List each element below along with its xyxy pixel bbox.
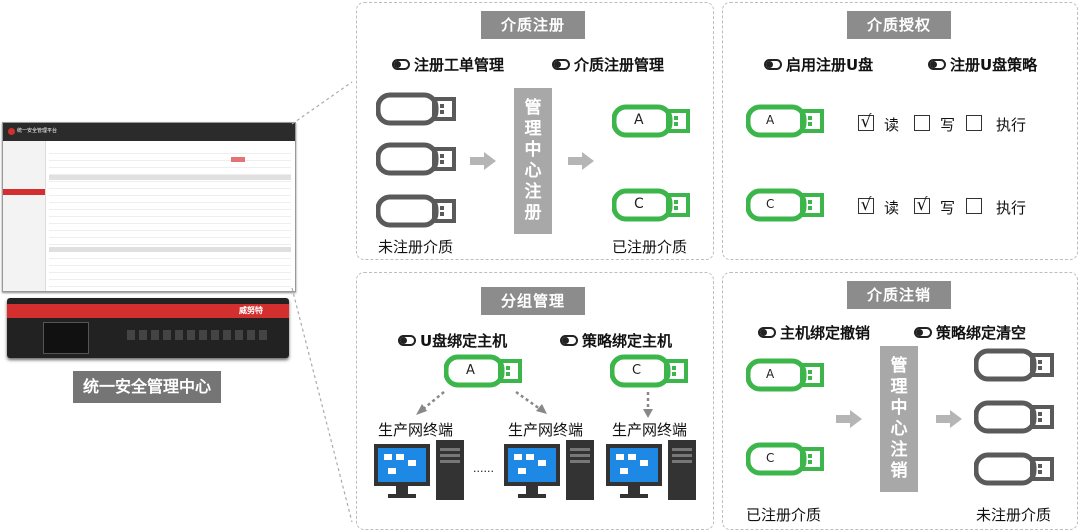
connector-upper xyxy=(291,81,353,125)
exec-label-2: 执行 xyxy=(996,199,1027,217)
cancel-opt2: 策略绑定清空 xyxy=(914,322,1026,343)
auth-opt1: 启用注册U盘 xyxy=(764,54,873,75)
usb-green-c-icon: C xyxy=(612,188,692,222)
usb-gray-icon xyxy=(974,400,1054,434)
dashed-arrow-left xyxy=(421,391,445,411)
cancel-center-bar: 管理中心注销 xyxy=(880,346,918,492)
usb-green-c-icon: C xyxy=(746,188,826,222)
panel-group-title: 分组管理 xyxy=(481,287,585,315)
terminal-label-3: 生产网终端 xyxy=(612,421,688,439)
usb-gray-icon xyxy=(974,452,1054,486)
terminal-computer-icon xyxy=(374,440,464,500)
group-opt2: 策略绑定主机 xyxy=(560,330,672,351)
app-logo-icon xyxy=(8,128,15,135)
dashed-arrow-right-head xyxy=(643,409,653,418)
auth-opt2: 注册U盘策略 xyxy=(928,54,1037,75)
app-content xyxy=(49,147,291,287)
app-title: 统一安全管理平台 xyxy=(17,128,58,134)
toggle-icon xyxy=(392,59,410,70)
usb-green-c-icon: C xyxy=(610,354,690,388)
panel-auth-title: 介质授权 xyxy=(847,11,951,39)
group-dashed-arrows xyxy=(416,390,653,418)
app-table2-header xyxy=(49,247,291,252)
terminal-computer-icon xyxy=(504,440,594,500)
usb-green-a-icon: A xyxy=(746,358,826,392)
ellipsis-text: ...... xyxy=(473,462,494,475)
usb-letter: A xyxy=(766,367,775,381)
exec-label-1: 执行 xyxy=(996,116,1027,134)
usb-letter: C xyxy=(634,196,644,212)
cancel-left-caption: 已注册介质 xyxy=(746,506,822,524)
toggle-icon xyxy=(560,335,578,346)
arrow-right-icon xyxy=(936,410,962,428)
usb-green-a-icon: A xyxy=(444,354,524,388)
arrow-right-icon xyxy=(836,410,862,428)
panel-cancel-title: 介质注销 xyxy=(847,281,951,309)
device-ports xyxy=(127,330,267,340)
usb-gray-icon xyxy=(376,194,456,228)
toggle-icon xyxy=(552,59,570,70)
toggle-icon xyxy=(398,335,416,346)
usb-letter: C xyxy=(632,363,642,378)
app-table-header xyxy=(49,175,291,180)
read-checkbox-2[interactable]: √ xyxy=(858,197,874,214)
terminal-label-1: 生产网终端 xyxy=(378,421,454,439)
register-center-bar: 管理中心注册 xyxy=(514,88,552,234)
sidebar-active-item xyxy=(3,189,45,195)
connector-lower xyxy=(291,287,353,523)
terminal-label-2: 生产网终端 xyxy=(508,421,584,439)
usb-gray-icon xyxy=(376,92,456,126)
app-header xyxy=(3,123,295,141)
left-caption: 统一安全管理中心 xyxy=(73,371,221,403)
cancel-opt1: 主机绑定撤销 xyxy=(758,322,870,343)
panel-register-title: 介质注册 xyxy=(481,11,585,39)
arrow-right-icon xyxy=(470,152,496,170)
server-device: 威努特 xyxy=(7,298,289,358)
usb-letter: C xyxy=(766,451,775,465)
toggle-icon xyxy=(914,327,932,338)
usb-letter: A xyxy=(466,363,475,378)
device-screen xyxy=(43,322,89,354)
usb-letter: C xyxy=(766,197,775,211)
usb-gray-icon xyxy=(974,348,1054,382)
dashed-arrow-left-head xyxy=(416,404,427,415)
usb-green-a-icon: A xyxy=(746,104,826,138)
dashed-arrow-mid-head xyxy=(536,404,547,414)
usb-letter: A xyxy=(766,113,775,127)
write-checkbox-2[interactable]: √ xyxy=(914,197,930,214)
toggle-icon xyxy=(764,59,782,70)
exec-checkbox-1[interactable] xyxy=(966,115,982,131)
usb-letter: A xyxy=(634,112,644,128)
write-checkbox-1[interactable] xyxy=(914,115,930,131)
arrow-right-icon xyxy=(568,152,594,170)
read-label-1: 读 xyxy=(884,116,900,134)
usb-gray-icon xyxy=(376,142,456,176)
device-red-band xyxy=(7,304,289,318)
read-label-2: 读 xyxy=(884,199,900,217)
register-opt2: 介质注册管理 xyxy=(552,54,664,75)
platform-screenshot: 统一安全管理平台 xyxy=(2,122,296,292)
read-checkbox-1[interactable]: √ xyxy=(858,114,874,131)
device-brand: 威努特 xyxy=(239,306,263,315)
exec-checkbox-2[interactable] xyxy=(966,198,982,214)
terminal-computer-icon xyxy=(606,440,696,500)
register-opt1: 注册工单管理 xyxy=(392,54,504,75)
cancel-right-caption: 未注册介质 xyxy=(976,506,1052,524)
app-action-button xyxy=(231,157,245,162)
app-sidebar xyxy=(3,141,46,291)
write-label-1: 写 xyxy=(940,116,956,134)
register-right-caption: 已注册介质 xyxy=(612,238,688,256)
group-opt1: U盘绑定主机 xyxy=(398,330,507,351)
register-left-caption: 未注册介质 xyxy=(378,238,454,256)
write-label-2: 写 xyxy=(940,199,956,217)
usb-green-a-icon: A xyxy=(612,104,692,138)
dashed-arrow-mid xyxy=(515,390,541,411)
toggle-icon xyxy=(758,327,776,338)
usb-green-c-icon: C xyxy=(746,442,826,476)
toggle-icon xyxy=(928,59,946,70)
